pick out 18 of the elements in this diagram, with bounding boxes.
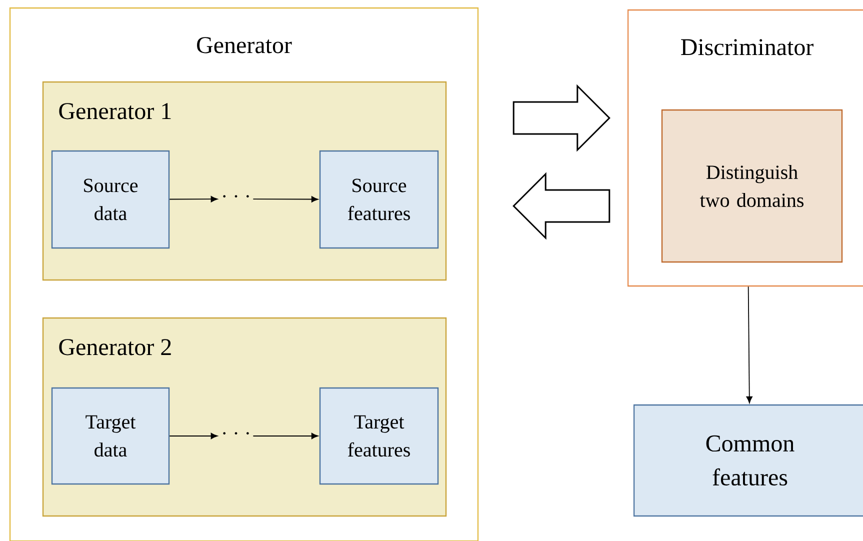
arrow	[746, 286, 752, 404]
block-arrow	[512, 84, 610, 152]
arrow	[169, 196, 218, 202]
box-heading: Discriminator	[681, 39, 814, 56]
arrow	[252, 432, 318, 440]
arrow	[169, 432, 218, 440]
process-box: Target features	[319, 387, 439, 485]
box-heading: Generator 2	[59, 339, 171, 356]
ellipsis-text: · · ·	[223, 432, 249, 434]
process-box: Distinguish two domains	[661, 109, 843, 263]
ellipsis-text: · · ·	[223, 195, 249, 198]
box-heading: Generator 1	[59, 103, 171, 120]
arrow	[252, 196, 318, 202]
process-box: Target data	[51, 387, 170, 485]
process-box: Source features	[319, 150, 439, 249]
process-box: Common features	[633, 404, 863, 517]
box-heading: Generator	[197, 37, 292, 54]
process-box: Source data	[51, 150, 170, 249]
